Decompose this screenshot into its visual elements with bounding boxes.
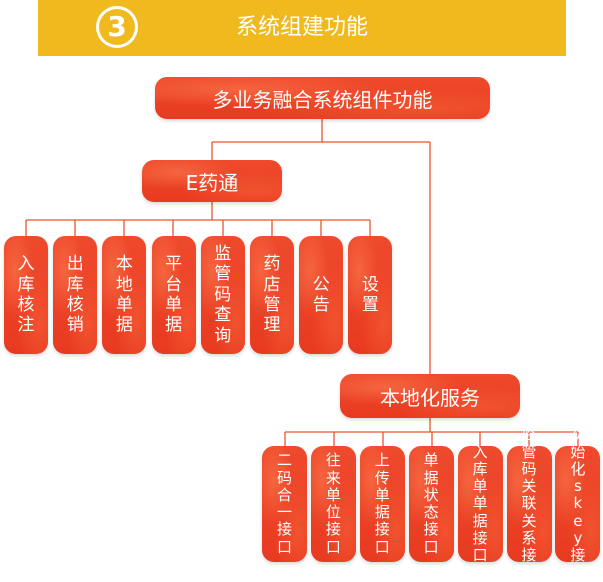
e-child-node-8: 设置 bbox=[348, 236, 393, 354]
e-child-node-label: 出库核销 bbox=[66, 254, 84, 336]
local-child-node-2: 往来单位接口 bbox=[310, 446, 356, 562]
e-child-node-3: 本地单据 bbox=[102, 236, 147, 354]
connector-lines bbox=[25, 118, 579, 446]
step-badge: 3 bbox=[96, 6, 138, 48]
local-child-node-label: 初始化skey接口 bbox=[570, 425, 586, 582]
local-child-node-7: 初始化skey接口 bbox=[555, 426, 601, 581]
e-child-node-label: 平台单据 bbox=[165, 254, 183, 336]
local-child-node-label: 二码合一接口 bbox=[276, 451, 292, 556]
local-service-node: 本地化服务 bbox=[340, 374, 520, 418]
local-child-node-label: 监管码关联关系接口 bbox=[521, 425, 537, 582]
local-child-node-label: 往来单位接口 bbox=[325, 451, 341, 556]
banner-title: 系统组建功能 bbox=[235, 15, 368, 40]
e-child-node-label: 药店管理 bbox=[263, 254, 281, 336]
local-child-node-6: 监管码关联关系接口 bbox=[506, 426, 552, 581]
e-child-node-label: 监管码查询 bbox=[214, 244, 232, 346]
header-banner: 3 系统组建功能 bbox=[38, 0, 566, 56]
local-child-node-label: 入库单单据接口 bbox=[472, 442, 488, 565]
local-child-node-label: 单据状态接口 bbox=[423, 451, 439, 556]
step-number: 3 bbox=[99, 9, 135, 45]
e-child-node-label: 本地单据 bbox=[115, 254, 133, 336]
e-yaotong-node: E药通 bbox=[142, 160, 282, 202]
e-child-node-2: 出库核销 bbox=[53, 236, 98, 354]
local-child-node-3: 上传单据接口 bbox=[359, 446, 405, 562]
local-child-node-5: 入库单单据接口 bbox=[457, 442, 503, 565]
e-child-node-4: 平台单据 bbox=[151, 236, 196, 354]
e-child-node-label: 公告 bbox=[312, 274, 330, 315]
e-child-node-6: 药店管理 bbox=[250, 236, 294, 354]
local-child-node-1: 二码合一接口 bbox=[262, 446, 307, 562]
root-node: 多业务融合系统组件功能 bbox=[155, 77, 490, 119]
local-child-node-4: 单据状态接口 bbox=[408, 446, 454, 562]
local-child-node-label: 上传单据接口 bbox=[374, 451, 390, 556]
e-child-node-7: 公告 bbox=[299, 236, 344, 354]
e-child-node-label: 入库核注 bbox=[17, 254, 35, 336]
e-child-node-1: 入库核注 bbox=[4, 236, 48, 354]
e-child-node-5: 监管码查询 bbox=[200, 236, 245, 354]
e-child-node-label: 设置 bbox=[361, 274, 379, 315]
